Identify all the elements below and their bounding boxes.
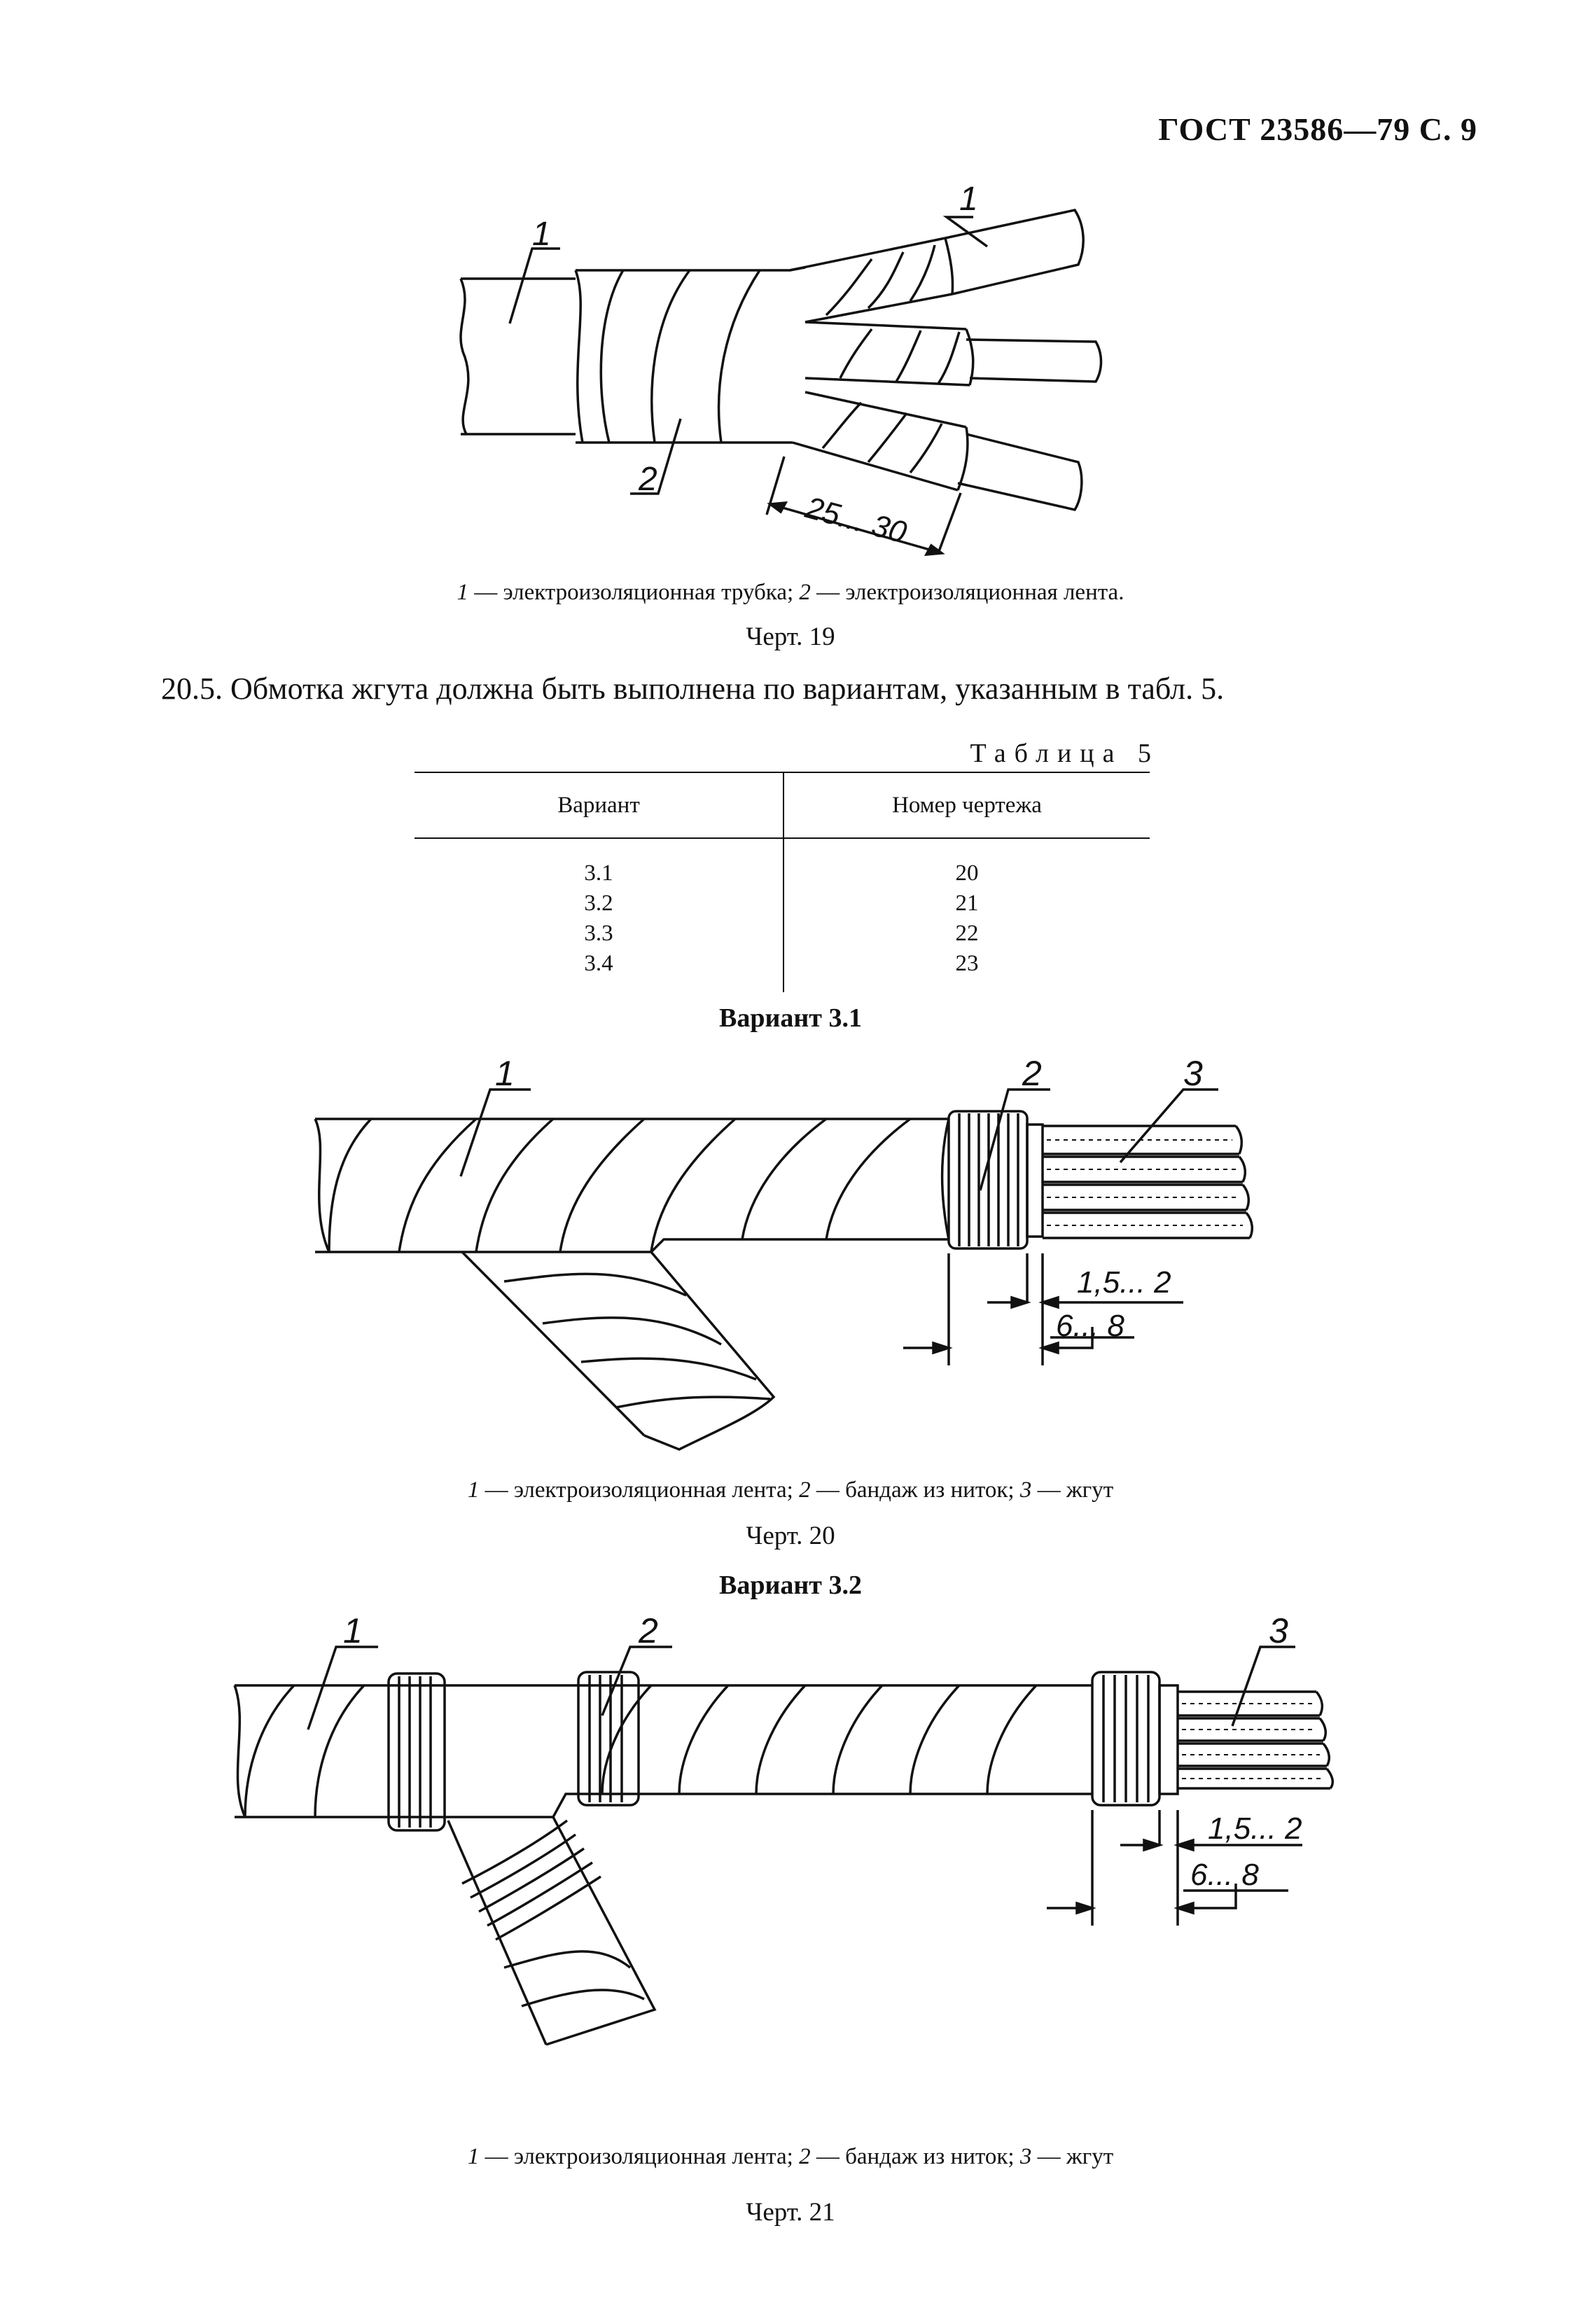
fig19-label-1b: 1 — [959, 181, 978, 218]
fig19-tape-main — [574, 266, 806, 444]
table-cell: 3.1 — [584, 861, 613, 886]
table-cell: 3.4 — [584, 951, 613, 976]
figure-21-title: Черт. 21 — [746, 2198, 835, 2227]
fig21-bandage-3 — [1091, 1671, 1179, 1807]
fig20-thread-bandage — [947, 1110, 1044, 1250]
table-cell: 3.3 — [584, 921, 613, 946]
fig20-tape-main — [314, 1118, 949, 1253]
table-5-header-drawing: Номер чертежа — [892, 793, 1042, 818]
fig21-tape-branch — [447, 1816, 657, 2046]
table-5-column-divider — [783, 772, 784, 992]
fig20-dim-1: 1,5... 2 — [1077, 1265, 1171, 1300]
fig20-tape-branch — [461, 1251, 776, 1451]
fig21-label-3: 3 — [1269, 1611, 1288, 1650]
fig21-label-2: 2 — [638, 1611, 658, 1650]
fig20-harness-wires — [1043, 1125, 1254, 1239]
variant-3-2-title: Вариант 3.2 — [719, 1571, 862, 1600]
fig21-bandage-1 — [387, 1672, 446, 1832]
fig21-label-1: 1 — [343, 1611, 363, 1650]
table-5-header-variant: Вариант — [557, 793, 640, 818]
fig19-tube-left — [459, 277, 576, 436]
figure-20-drawing: 1 2 3 1,5... 2 6... 8 — [314, 1054, 1254, 1451]
fig21-bandage-2 — [577, 1671, 640, 1807]
fig21-dim-1: 1,5... 2 — [1208, 1811, 1302, 1846]
fig21-harness-wires — [1178, 1690, 1335, 1790]
figure-20-title: Черт. 20 — [746, 1522, 835, 1550]
figure-21-caption: 1 — электроизоляционная лента; 2 — банда… — [467, 2144, 1114, 2169]
table-cell: 20 — [955, 861, 979, 886]
fig20-dim-2: 6... 8 — [1056, 1309, 1124, 1343]
page-header: ГОСТ 23586—79 С. 9 — [1158, 111, 1477, 147]
table-cell: 21 — [955, 891, 979, 916]
variant-3-1-title: Вариант 3.1 — [719, 1003, 862, 1033]
table-cell: 22 — [955, 921, 979, 946]
table-5-header-rule — [415, 837, 1150, 839]
fig19-label-2: 2 — [638, 461, 657, 498]
figure-19-title: Черт. 19 — [746, 622, 835, 651]
figure-21-drawing: 1 2 3 1,5... 2 6... 8 — [233, 1611, 1335, 2046]
figure-19-caption: 1 — электроизоляционная трубка; 2 — элек… — [457, 580, 1124, 605]
table-5-title: Таблица 5 — [970, 739, 1159, 768]
fig20-label-3: 3 — [1183, 1054, 1203, 1093]
figure-19-drawing: 1 1 2 25... 30 — [459, 181, 1103, 557]
fig21-tape-main — [233, 1684, 1092, 1818]
figure-20-caption: 1 — электроизоляционная лента; 2 — банда… — [467, 1477, 1114, 1503]
fig21-dim-2: 6... 8 — [1190, 1858, 1259, 1892]
fig21-branch-bandage — [461, 1819, 601, 1941]
fig19-label-1a: 1 — [532, 216, 551, 253]
table-5-top-rule — [415, 772, 1150, 773]
fig19-dim-label: 25... 30 — [801, 490, 910, 550]
table-cell: 3.2 — [584, 891, 613, 916]
table-cell: 23 — [955, 951, 979, 976]
table-5-col-variant: 3.1 3.2 3.3 3.4 — [415, 858, 783, 979]
fig20-label-1: 1 — [495, 1054, 515, 1093]
fig20-label-2: 2 — [1022, 1054, 1042, 1093]
table-5-col-drawing: 20 21 22 23 — [784, 858, 1150, 979]
paragraph-20-5: 20.5. Обмотка жгута должна быть выполнен… — [161, 672, 1225, 706]
